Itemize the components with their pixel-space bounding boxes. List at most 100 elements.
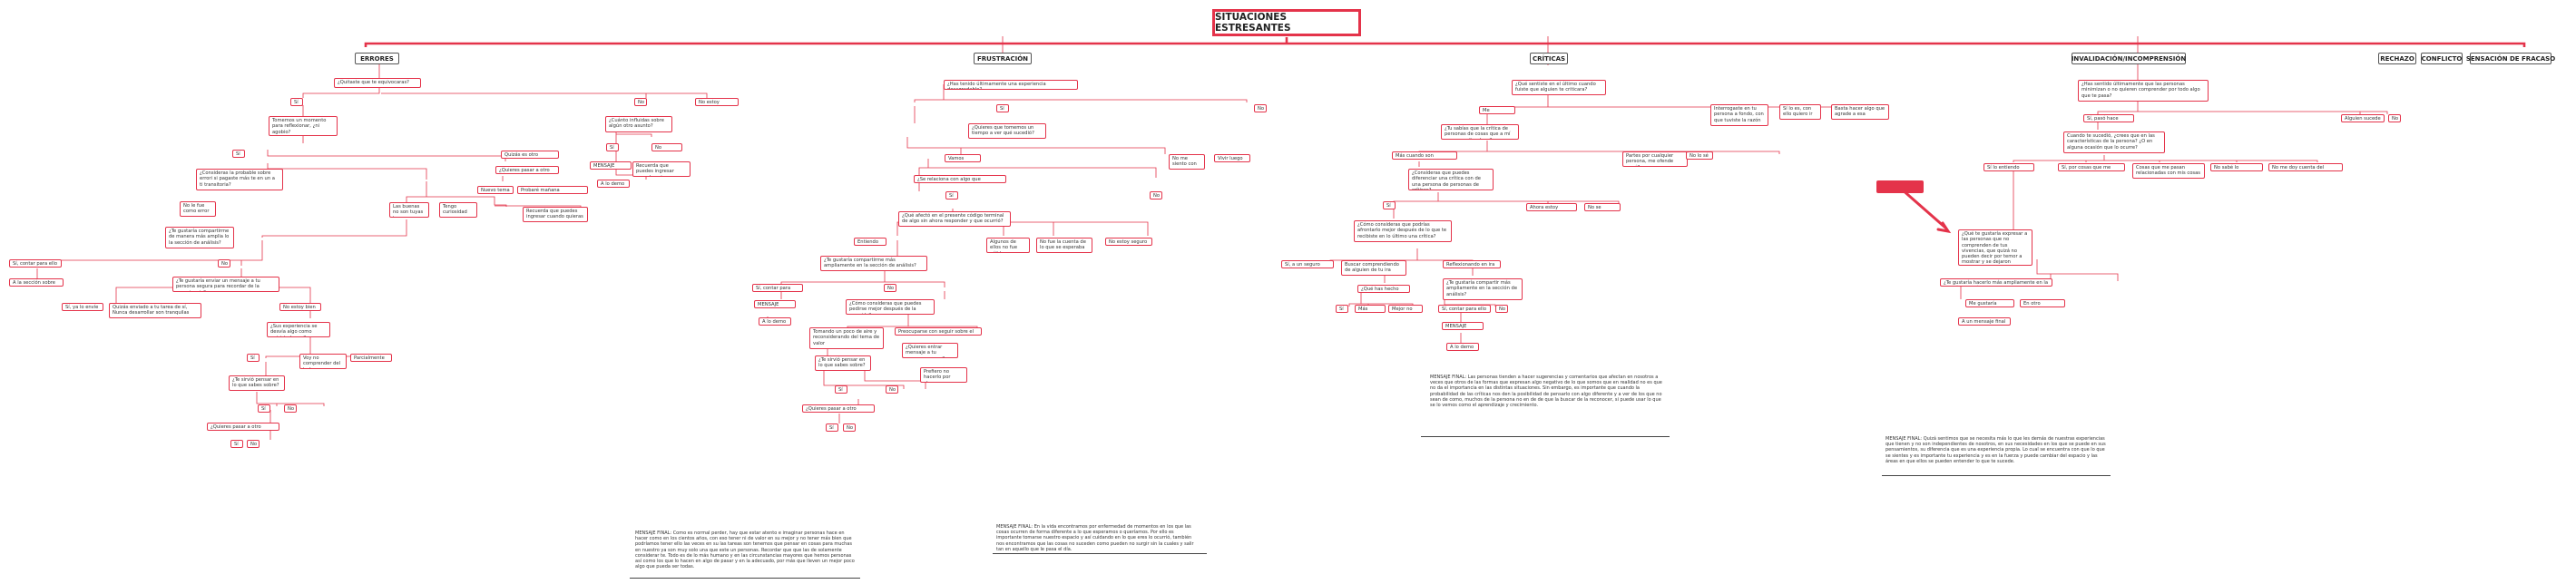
node-e3-no[interactable]: No gracias (651, 143, 682, 151)
node-e30[interactable]: No (247, 440, 260, 448)
node-f11[interactable]: Algunos de ellos no fue válido (986, 238, 1030, 253)
node-e4[interactable]: Quizás es otro momento (501, 151, 559, 159)
node-e2[interactable]: Tomemos un momento para reflexionar, ¿ni… (269, 116, 338, 136)
node-i7[interactable]: Sí, por cosas que me pasan (2058, 163, 2125, 171)
node-e12[interactable]: No le fue como error (180, 201, 216, 217)
node-e5b[interactable]: Recuerda que puedes ingresar cuando quie… (632, 161, 691, 177)
node-c11[interactable]: Ahora estoy seguro (1526, 203, 1577, 211)
node-f21[interactable]: Preocuparse con seguir sobre el tema (895, 327, 982, 336)
node-f26[interactable]: Prefiero no hacerlo por ahora (920, 367, 967, 383)
node-c7[interactable]: Más cuando son conscientes (1392, 151, 1457, 160)
node-f12[interactable]: No fue la cuenta de lo que se esperaba (1036, 238, 1092, 253)
node-f22[interactable]: ¿Te sirvió pensar en lo que sabes sobre? (815, 355, 871, 371)
node-f28[interactable]: Sí (826, 423, 838, 432)
node-e7[interactable]: Las buenas no son tuyas tuyo (389, 202, 429, 218)
node-c17[interactable]: Reflexionando en ira (1443, 260, 1501, 268)
node-c15[interactable]: Sí, a un seguro más (1281, 260, 1334, 268)
node-e3-si[interactable]: Sí (606, 143, 619, 151)
node-i9[interactable]: No sabé lo entendiste (2210, 163, 2263, 171)
node-f13[interactable]: No estoy seguro (1105, 238, 1152, 246)
node-e18[interactable]: Sí, ya lo envíe (62, 303, 103, 311)
node-e8[interactable]: Tengo curiosidad (439, 202, 477, 218)
node-i2[interactable]: Sí, pasó hace poco (2083, 114, 2134, 122)
node-e15[interactable]: No (218, 259, 230, 268)
node-e-sib[interactable]: Sí (232, 150, 245, 158)
node-i8[interactable]: Cosas que me pasan relacionadas con mis … (2132, 163, 2205, 179)
node-e16[interactable]: A la sección sobre (9, 278, 64, 287)
node-f15[interactable]: Sí, contar para ello (752, 284, 803, 292)
node-c14[interactable]: ¿Cómo consideras que podrías afrontarlo … (1354, 220, 1452, 242)
node-e5a[interactable]: MENSAJE FINAL (590, 161, 632, 170)
node-f-no[interactable]: No (1254, 104, 1267, 112)
node-f2[interactable]: ¿Quieres que tomemos un tiempo a ver qué… (968, 123, 1046, 139)
node-c4[interactable]: Sí lo es, con ello quiero ir (1779, 104, 1821, 120)
node-e25[interactable]: ¿Te sirvió pensar en lo que sabes sobre? (229, 375, 285, 391)
node-c23[interactable]: Sí, contar para ello (1438, 305, 1491, 313)
node-e22[interactable]: Sí (247, 354, 260, 362)
node-i13[interactable]: Me gustaría mejor (1965, 299, 2014, 307)
node-c8[interactable]: Partes por cualquier persona, me ofende … (1622, 151, 1688, 167)
node-i11[interactable]: ¿Qué te gustaría expresar a las personas… (1958, 229, 2032, 266)
node-i1[interactable]: ¿Has sentido últimamente que las persona… (2078, 80, 2209, 102)
node-e3[interactable]: ¿Cuánto influidas sobre algún otro asunt… (605, 116, 672, 132)
node-c19[interactable]: ¿Te gustaría compartir más ampliamente e… (1443, 278, 1523, 300)
node-i15[interactable]: A un mensaje final (1958, 317, 2011, 326)
node-c16[interactable]: Buscar comprendiendo de alguien de tu ir… (1341, 260, 1406, 276)
node-e5c[interactable]: A lo demo (597, 180, 630, 188)
node-e11[interactable]: Recuerda que puedes ingresar cuando quie… (523, 207, 588, 222)
node-e-si[interactable]: Sí (290, 98, 303, 106)
node-e-no[interactable]: No (634, 98, 647, 106)
node-e28[interactable]: ¿Quieres pasar a otro tema? (207, 423, 279, 431)
node-f10[interactable]: Entiendo (854, 238, 886, 246)
node-f17[interactable]: MENSAJE FINAL (754, 300, 796, 308)
node-e27[interactable]: No (284, 404, 297, 413)
node-f14[interactable]: ¿Te gustaría compartirme más ampliamente… (820, 256, 927, 271)
node-c3[interactable]: Interrogaste en tu persona a fondo, con … (1710, 104, 1768, 126)
node-c2[interactable]: Me afectaba (1479, 106, 1515, 114)
node-f23[interactable]: ¿Quieres entrar mensaje a tu persona seg… (902, 343, 958, 358)
node-e9[interactable]: Nuevo tema (477, 186, 514, 194)
node-f29[interactable]: No (843, 423, 856, 432)
node-c18[interactable]: ¿Qué has hecho antes? (1357, 285, 1410, 293)
node-f1[interactable]: ¿Has tenido últimamente una experiencia … (944, 80, 1078, 90)
node-e23[interactable]: Voy no comprender del todo (299, 354, 347, 369)
node-i6[interactable]: Sí lo entiendo (1983, 163, 2034, 171)
node-c21[interactable]: Más suelte (1355, 305, 1386, 313)
node-c10[interactable]: ¿Consideras que puedes diferenciar una c… (1408, 169, 1494, 190)
node-e20[interactable]: No estoy bien (279, 303, 321, 311)
node-c1[interactable]: ¿Qué sentiste en el último cuando fuiste… (1512, 80, 1606, 95)
node-e13[interactable]: ¿Te gustaría compartirme de manera más a… (165, 227, 234, 248)
node-e5[interactable]: ¿Quieres pasar a otro tema? (495, 166, 559, 174)
node-e14[interactable]: Sí, contar para ello (9, 259, 62, 268)
node-e-noseguro[interactable]: No estoy seguro (695, 98, 739, 106)
node-f4[interactable]: No me siento con ganas (1169, 154, 1205, 170)
node-c25[interactable]: MENSAJE FINAL (1442, 322, 1484, 330)
node-e1[interactable]: ¿Quitaste que te equivocaras? (334, 78, 421, 88)
node-e24[interactable]: Parcialmente (350, 354, 392, 362)
node-c5[interactable]: Basta hacer algo que agrade a esa person… (1831, 104, 1889, 120)
node-f20[interactable]: Tomando un poco de aire y reconsiderando… (809, 327, 884, 349)
node-c13[interactable]: Sí (1383, 201, 1396, 209)
node-c6[interactable]: ¿Tu sabías que la crítica de personas de… (1441, 124, 1519, 140)
node-i4[interactable]: No (2388, 114, 2401, 122)
node-f25[interactable]: No (886, 385, 898, 394)
node-f6[interactable]: ¿Se relaciona con algo que esperabas? (914, 175, 1006, 183)
node-e21[interactable]: ¿Sus experiencia se desvía algo como qui… (267, 322, 330, 337)
node-e26[interactable]: Sí (258, 404, 270, 413)
node-i12[interactable]: ¿Te gustaría hacerlo más ampliamente en … (1940, 278, 2052, 287)
node-c22[interactable]: Mejor no (1388, 305, 1423, 313)
node-f18[interactable]: A lo demo (759, 317, 791, 326)
node-f19[interactable]: ¿Cómo consideras que puedes pedirse mejo… (846, 299, 935, 315)
node-c24[interactable]: No (1495, 305, 1508, 313)
node-f16[interactable]: No (884, 284, 896, 292)
node-f27[interactable]: ¿Quieres pasar a otro tema? (802, 404, 875, 413)
node-f-si[interactable]: Sí (996, 104, 1009, 112)
node-e17[interactable]: ¿Te gustaría enviar un mensaje a tu pers… (172, 277, 279, 292)
node-e19[interactable]: Quizás enviado a tu tarea de sí, Nunca d… (109, 303, 201, 318)
node-f3[interactable]: Vamos juntos (945, 154, 981, 162)
node-i14[interactable]: En otro momento (2020, 299, 2065, 307)
node-i5[interactable]: Cuando te sucedió, ¿crees que en las car… (2063, 131, 2165, 153)
node-i3[interactable]: Alguien sucede (2341, 114, 2385, 122)
node-c20[interactable]: Sí (1336, 305, 1348, 313)
node-f7[interactable]: Sí (945, 191, 958, 200)
